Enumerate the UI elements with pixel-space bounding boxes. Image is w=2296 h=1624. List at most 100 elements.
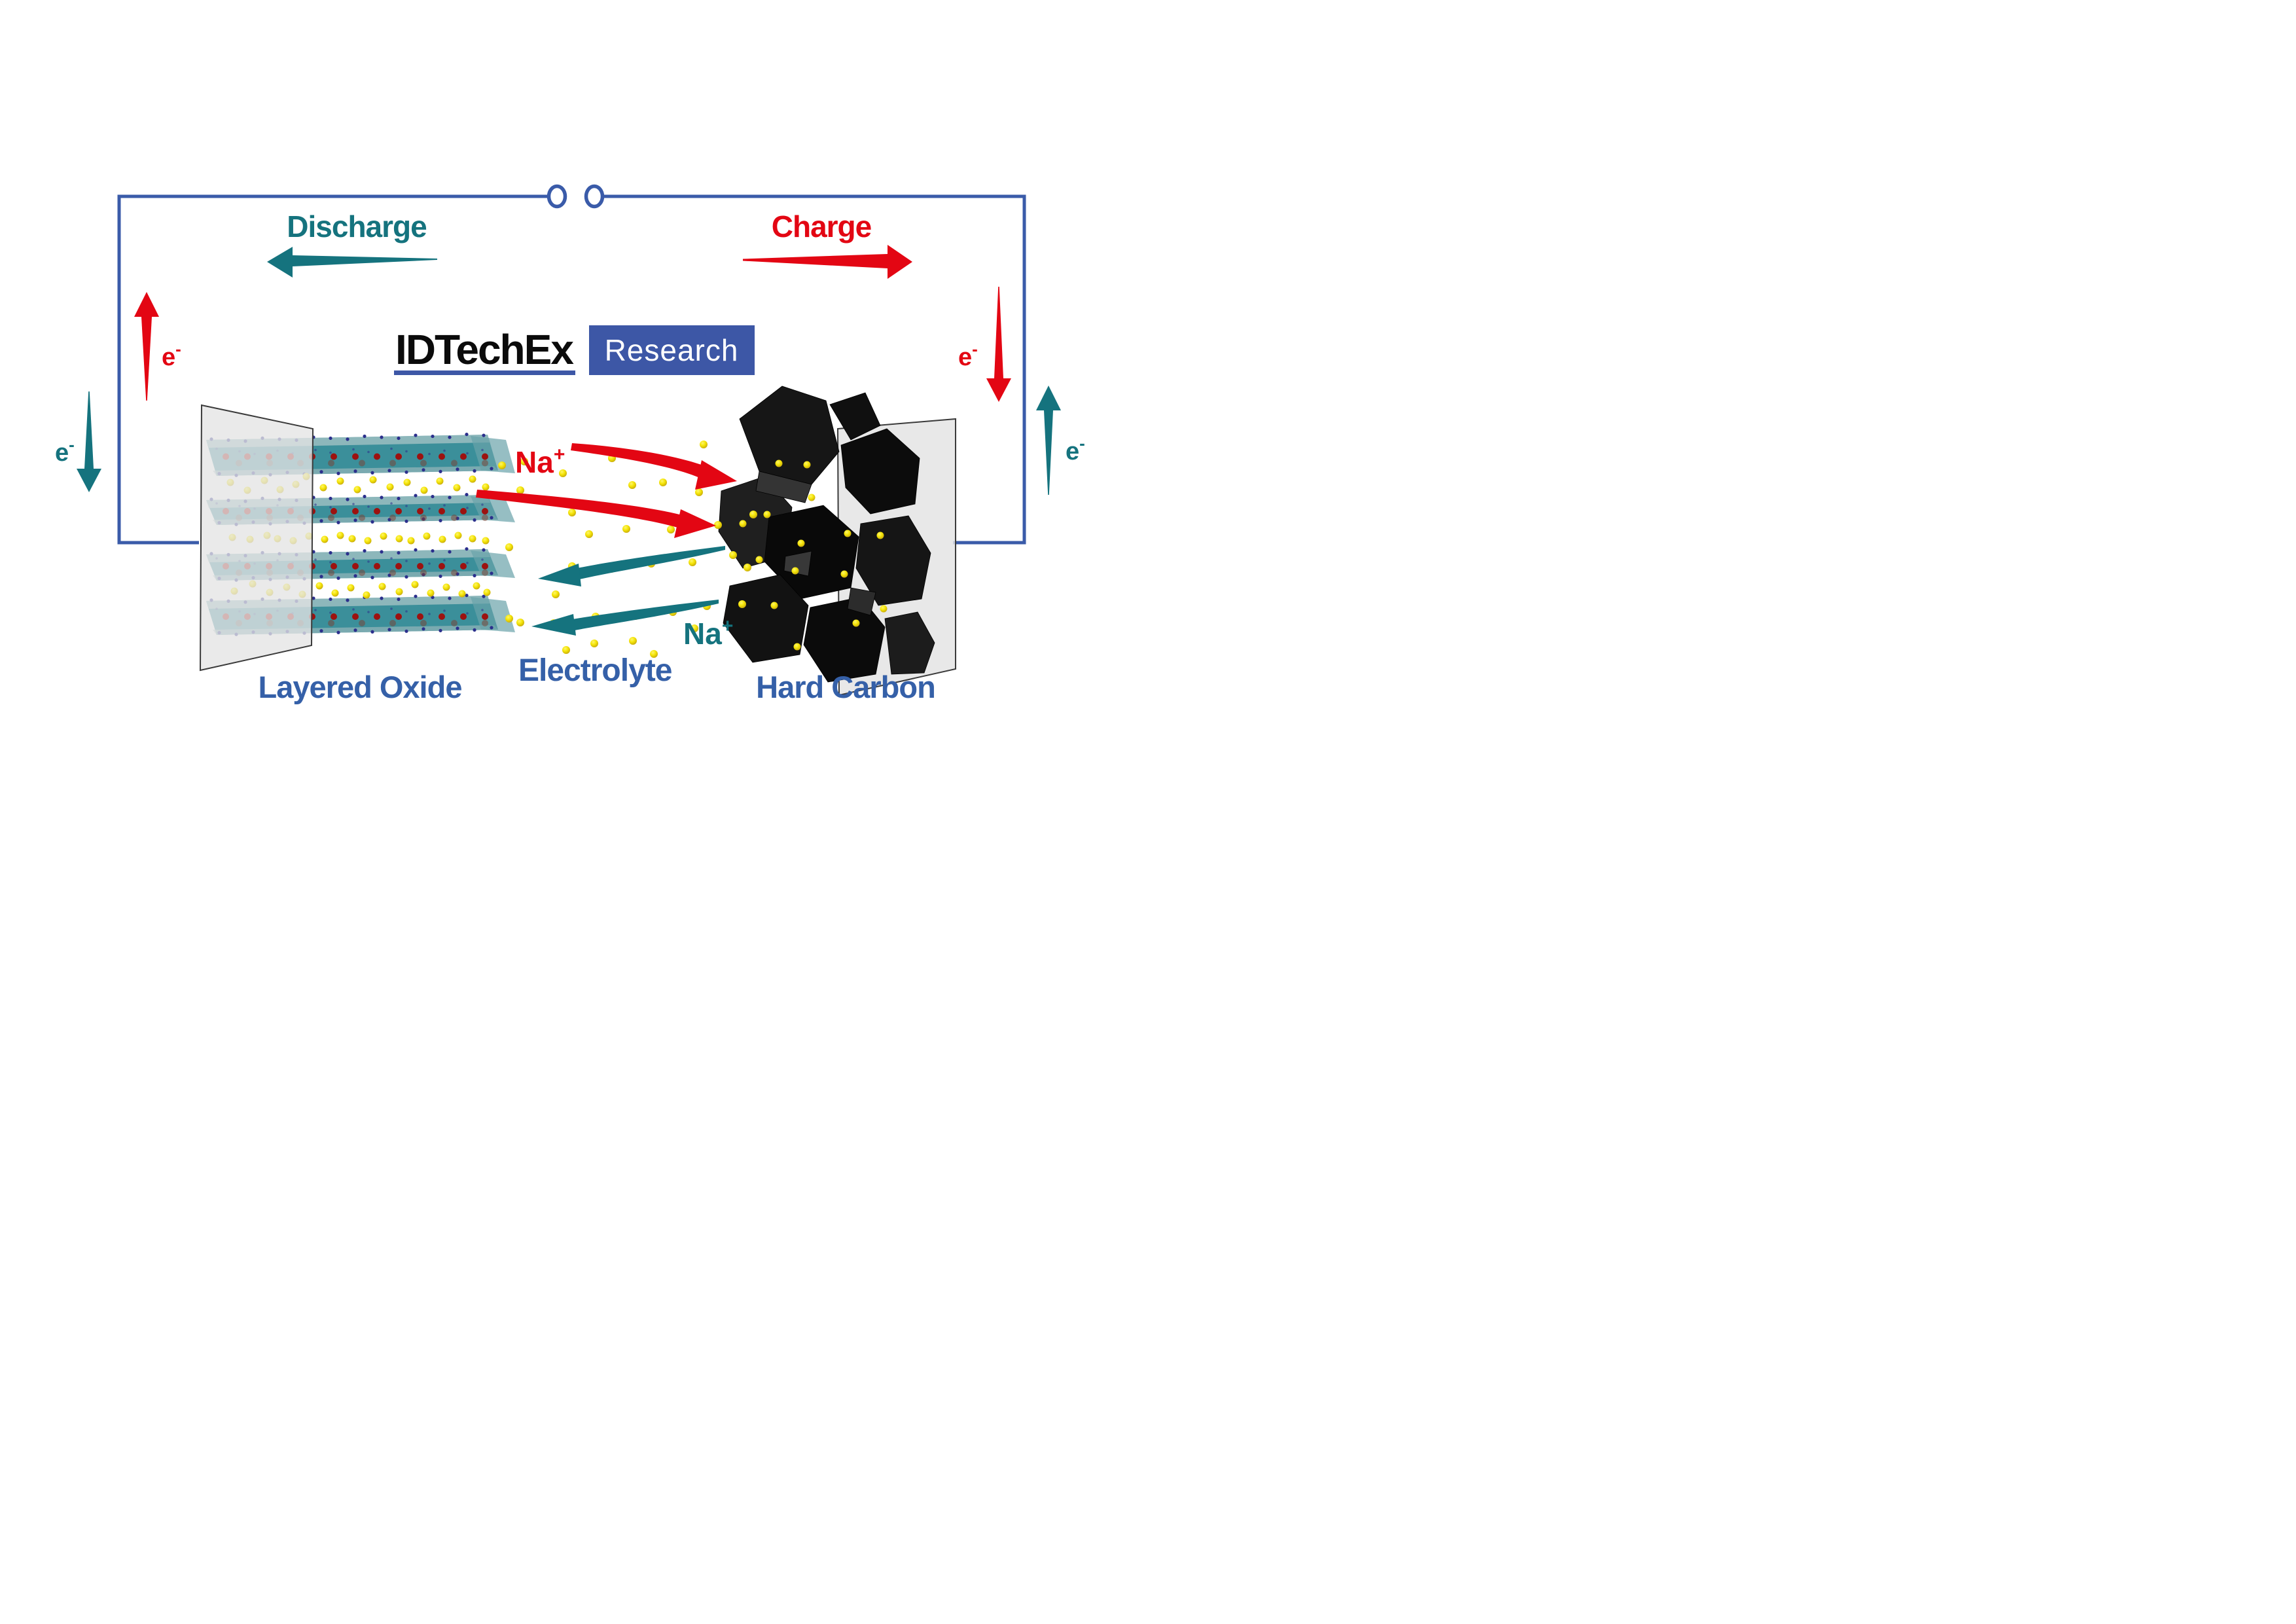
transition-metal-dot xyxy=(439,453,445,460)
lattice-dot xyxy=(390,502,393,505)
lattice-dot xyxy=(370,471,374,475)
sodium-ion xyxy=(482,537,490,545)
lattice-dot xyxy=(482,548,486,552)
sodium-ion xyxy=(622,525,630,533)
lattice-dot xyxy=(314,558,317,561)
lattice-dot xyxy=(431,549,435,553)
transition-metal-dot xyxy=(395,508,402,514)
transition-metal-dot xyxy=(374,613,380,620)
sodium-ion xyxy=(808,494,816,501)
transition-metal-dot xyxy=(482,563,488,569)
sodium-ion xyxy=(321,535,329,543)
lattice-dot xyxy=(481,448,484,452)
electron-arrow-right-down xyxy=(986,287,1011,402)
lattice-dot xyxy=(314,503,317,506)
sodium-ion xyxy=(629,637,637,645)
lattice-dot xyxy=(448,550,452,554)
lattice-dot xyxy=(397,496,401,501)
arrowhead-up xyxy=(134,292,159,317)
lattice-dot xyxy=(346,552,350,556)
lattice-dot xyxy=(352,608,355,611)
lattice-dot xyxy=(390,447,393,450)
lattice-dot xyxy=(439,518,442,522)
sodium-ion xyxy=(559,469,567,477)
sodium-ion xyxy=(695,488,703,496)
arrowhead-up xyxy=(1036,386,1061,410)
sodium-ion xyxy=(482,483,490,491)
lattice-dot xyxy=(319,629,323,633)
lattice-dot xyxy=(428,562,431,565)
curved-arrow-body xyxy=(569,600,719,631)
lattice-dot xyxy=(428,613,431,615)
sodium-ion xyxy=(700,441,708,448)
electron-arrow-left-down xyxy=(77,391,101,492)
transition-metal-dot-back xyxy=(328,460,334,467)
idtechex-logo: IDTechEx Research xyxy=(394,325,755,375)
sodium-ion xyxy=(369,476,377,484)
transition-metal-dot-back xyxy=(420,514,427,521)
transition-metal-dot-back xyxy=(482,620,488,626)
sodium-ion xyxy=(714,521,722,529)
electron-base: e xyxy=(958,344,972,371)
lattice-dot xyxy=(428,507,431,510)
lattice-dot xyxy=(481,503,484,506)
curved-arrow-body xyxy=(574,546,725,580)
sodium-ion xyxy=(363,591,370,599)
sodium-ion xyxy=(880,605,888,613)
sodium-ion xyxy=(483,588,491,596)
lattice-dot xyxy=(346,497,350,501)
research-box xyxy=(589,325,755,375)
sodium-ion xyxy=(763,511,771,518)
sodium-ion xyxy=(689,558,696,566)
lattice-dot xyxy=(319,575,323,579)
sodium-ion xyxy=(423,532,431,540)
discharge-arrow xyxy=(267,247,437,278)
charge-ion-arrow-lower xyxy=(476,490,716,538)
sodium-ion xyxy=(840,570,848,578)
sodium-sup: + xyxy=(554,444,565,465)
lattice-dot xyxy=(443,559,446,562)
sodium-ion xyxy=(395,588,403,596)
sodium-ion xyxy=(739,520,747,528)
switch-contact-left xyxy=(547,184,567,209)
lattice-dot xyxy=(481,558,484,561)
lattice-dot xyxy=(380,596,384,600)
lattice-dot xyxy=(336,471,340,475)
electron-label-left-teal: e- xyxy=(55,435,75,467)
arrowhead-down xyxy=(986,378,1011,402)
transition-metal-dot-back xyxy=(420,569,427,576)
lattice-dot xyxy=(352,503,355,505)
lattice-dot xyxy=(352,448,355,451)
lattice-dot xyxy=(319,519,323,523)
sodium-ion xyxy=(331,589,339,597)
electron-base: e xyxy=(162,344,175,371)
sodium-ion xyxy=(852,619,860,627)
sodium-ion xyxy=(552,590,560,598)
sodium-ion xyxy=(505,543,513,551)
transition-metal-dot xyxy=(439,563,445,569)
sodium-ion xyxy=(659,478,667,486)
lattice-dot xyxy=(490,571,493,575)
electron-sup: - xyxy=(1079,433,1085,453)
transition-metal-dot xyxy=(460,563,467,569)
lattice-dot xyxy=(448,596,452,600)
lattice-dot xyxy=(428,452,431,456)
lattice-dot xyxy=(439,628,442,632)
lattice-dot xyxy=(456,467,459,471)
sodium-ion xyxy=(791,567,799,575)
hard-carbon-chunk xyxy=(884,611,935,675)
transition-metal-dot xyxy=(417,563,423,569)
cathode-current-collector xyxy=(199,404,314,672)
charge-arrow-shaft xyxy=(743,254,888,268)
electron-sup: - xyxy=(972,339,978,359)
lattice-dot xyxy=(397,597,401,602)
transition-metal-dot-back xyxy=(482,460,488,467)
idtechex-underline-bar xyxy=(394,370,575,375)
lattice-dot xyxy=(346,598,350,602)
hard-carbon-chunk xyxy=(723,574,809,663)
sodium-ion xyxy=(436,477,444,485)
curved-arrow-body xyxy=(476,490,685,528)
lattice-dot xyxy=(329,436,332,441)
hard-carbon-chunk xyxy=(755,471,812,503)
transition-metal-dot xyxy=(482,613,488,620)
